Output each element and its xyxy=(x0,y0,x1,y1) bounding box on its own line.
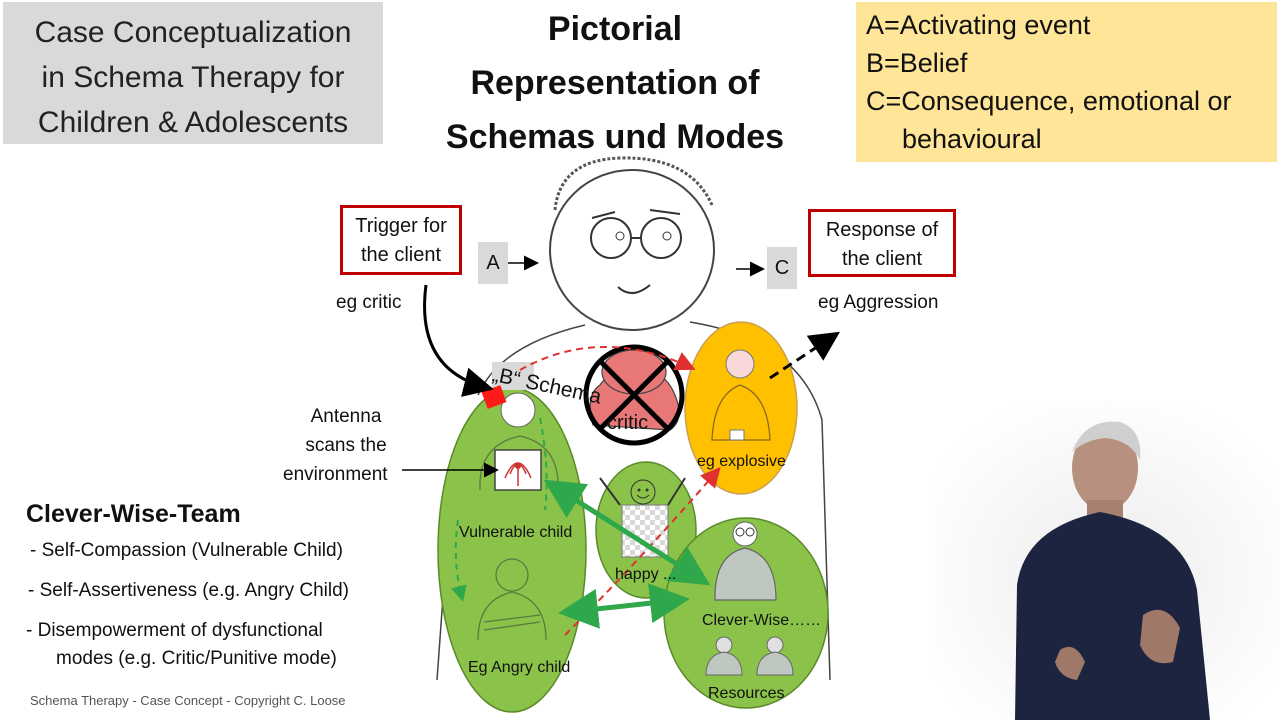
schema-to-explosive-arrow xyxy=(519,346,696,371)
footer-copyright: Schema Therapy - Case Concept - Copyrigh… xyxy=(30,693,346,708)
slide-title: Pictorial Representation of Schemas und … xyxy=(405,2,825,164)
trigger-line: the client xyxy=(360,244,442,266)
team-item: - Self-Assertiveness (e.g. Angry Child) xyxy=(28,580,350,601)
response-example: eg Aggression xyxy=(818,292,939,313)
team-item: modes (e.g. Critic/Punitive mode) xyxy=(56,648,337,669)
vulnerable-child-figure xyxy=(479,392,559,491)
team-heading: Clever-Wise-Team xyxy=(26,500,241,528)
abc-legend: A=Activating event B=Belief C=Consequenc… xyxy=(856,2,1277,162)
critic-label: critic xyxy=(607,412,649,434)
explosive-mode-ellipse xyxy=(684,321,798,495)
abc-line-c-continued: behavioural xyxy=(902,124,1042,154)
clever-wise-figure xyxy=(714,521,777,601)
vulnerable-child-label: Vulnerable child xyxy=(459,524,573,541)
angry-child-label: Eg Angry child xyxy=(468,659,571,676)
response-line: Response of xyxy=(825,219,939,241)
resource-figures xyxy=(705,636,794,676)
trigger-line: Trigger for xyxy=(355,215,447,237)
slide-title-line: Schemas und Modes xyxy=(445,118,785,156)
clever-to-angry-arrow xyxy=(558,583,690,629)
antenna-line: Antenna xyxy=(310,406,382,427)
response-arrow xyxy=(769,331,841,380)
abc-line-a: A=Activating event xyxy=(866,10,1091,40)
antenna-line: scans the xyxy=(305,435,387,456)
response-line: the client xyxy=(841,248,923,270)
team-item: - Disempowerment of dysfunctional xyxy=(26,620,323,641)
angry-child-figure xyxy=(477,558,547,641)
person-head xyxy=(549,156,715,331)
presenter-video xyxy=(935,400,1280,720)
trigger-arrow xyxy=(423,284,494,397)
clever-wise-team-list: Clever-Wise-Team - Self-Compassion (Vuln… xyxy=(26,500,426,687)
trigger-box: Trigger for the client xyxy=(340,205,462,275)
abc-line-b: B=Belief xyxy=(866,48,968,78)
clever-to-vulnerable-arrow xyxy=(543,479,711,586)
title-line: Children & Adolescents xyxy=(37,106,349,139)
critic-mode-crossed xyxy=(583,344,685,446)
letter-c-box: C xyxy=(767,247,797,289)
title-line: in Schema Therapy for xyxy=(41,61,345,94)
explosive-figure xyxy=(711,349,771,441)
happy-child-label: happy ... xyxy=(615,566,677,583)
slide-title-line: Representation of xyxy=(470,64,760,102)
explosive-label: eg explosive xyxy=(697,453,786,470)
presentation-title-box: Case Conceptualization in Schema Therapy… xyxy=(3,2,383,144)
title-line: Case Conceptualization xyxy=(34,16,352,49)
clever-wise-label: Clever-Wise…… xyxy=(702,612,822,629)
letter-a-box: A xyxy=(478,242,508,284)
response-box: Response of the client xyxy=(808,209,956,277)
antenna-line: environment xyxy=(283,464,388,485)
abc-line-c: C=Consequence, emotional or xyxy=(866,86,1232,116)
team-item: - Self-Compassion (Vulnerable Child) xyxy=(30,540,343,561)
resources-label: Resources xyxy=(708,685,785,702)
trigger-example: eg critic xyxy=(336,292,402,313)
slide-title-line: Pictorial xyxy=(547,10,683,48)
